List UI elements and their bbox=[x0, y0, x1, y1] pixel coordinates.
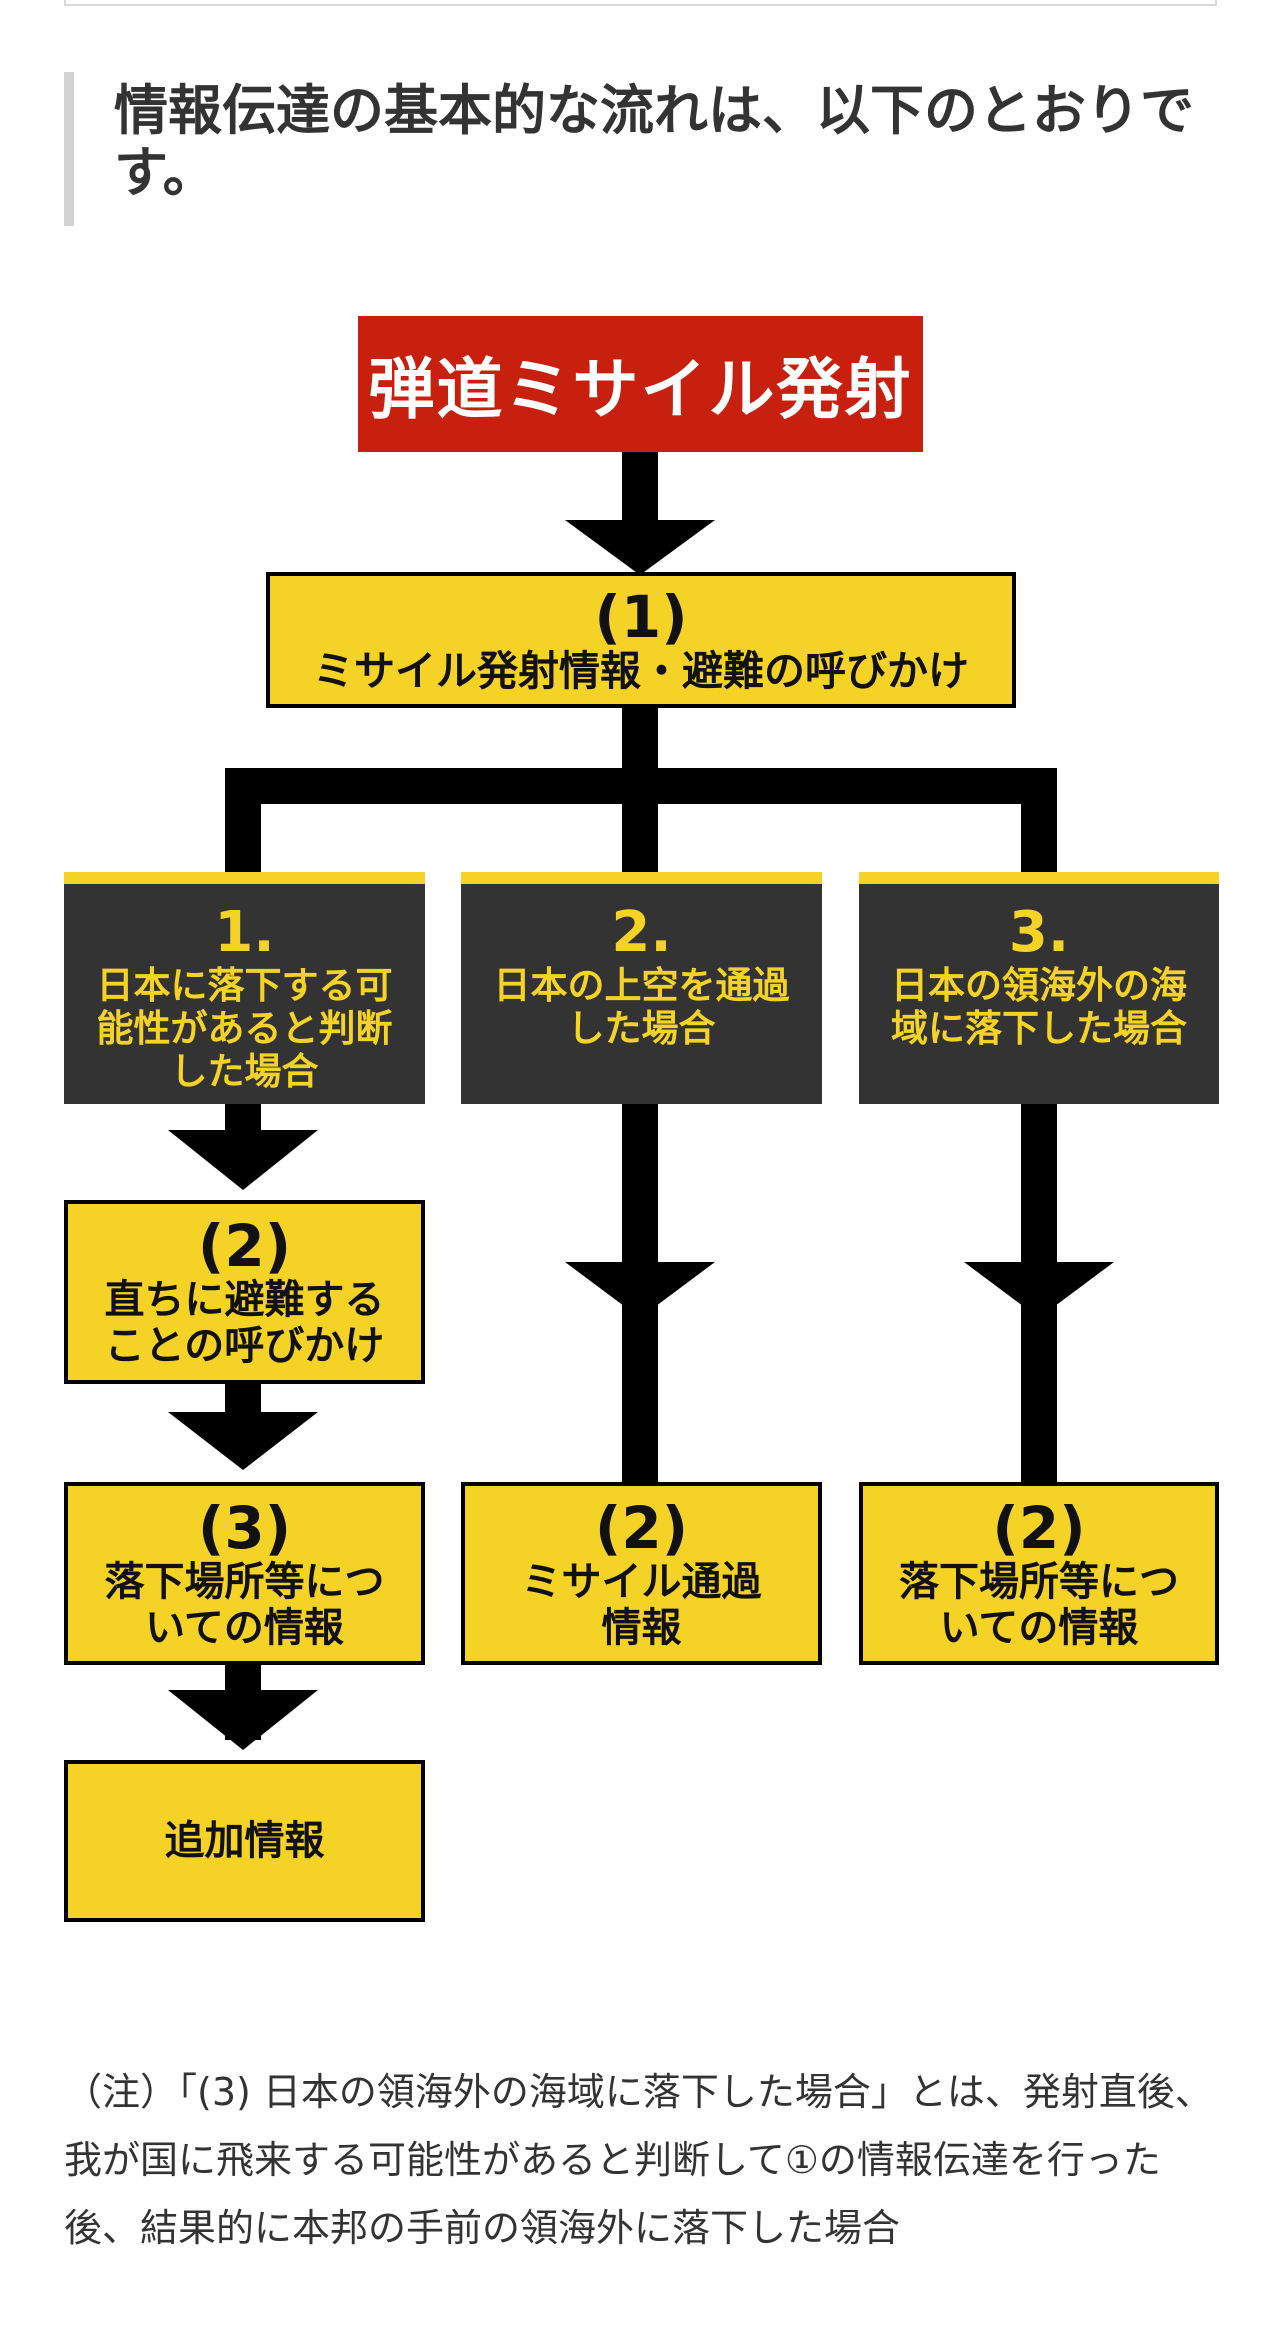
middle-step-number: (2) bbox=[594, 1493, 689, 1562]
left-step-3-box: (3) 落下場所等につ いての情報 bbox=[64, 1482, 425, 1665]
launch-box: 弾道ミサイル発射 bbox=[358, 316, 923, 452]
right-step-box: (2) 落下場所等につ いての情報 bbox=[859, 1482, 1219, 1665]
footnote: （注）「(3) 日本の領海外の海域に落下した場合」とは、発射直後、我が国に飛来す… bbox=[64, 2070, 1213, 2250]
right-step-number: (2) bbox=[992, 1493, 1086, 1562]
branch-3-number: 3. bbox=[1008, 900, 1070, 965]
connector-stem bbox=[622, 452, 658, 522]
branch-drop-left bbox=[225, 768, 261, 878]
arrow-head-down bbox=[168, 1690, 318, 1750]
left-step-2-box: (2) 直ちに避難する ことの呼びかけ bbox=[64, 1200, 425, 1384]
connector-stem bbox=[622, 708, 658, 773]
previous-panel-border bbox=[64, 0, 1217, 6]
branch-box-3: 3. 日本の領海外の海 域に落下した場合 bbox=[859, 872, 1219, 1104]
arrow-head-down bbox=[565, 520, 715, 575]
branch-drop-right bbox=[1021, 768, 1057, 878]
arrow-head-down bbox=[168, 1130, 318, 1190]
left-step-2-number: (2) bbox=[197, 1212, 292, 1280]
left-step-3-number: (3) bbox=[197, 1493, 292, 1562]
middle-step-label: ミサイル通過 情報 bbox=[521, 1558, 762, 1651]
left-step-3-label: 落下場所等につ いての情報 bbox=[104, 1558, 385, 1651]
heading-accent-bar bbox=[64, 72, 74, 226]
arrow-head-down bbox=[565, 1262, 715, 1318]
branch-2-number: 2. bbox=[611, 900, 672, 965]
arrow-head-down bbox=[964, 1262, 1114, 1318]
branch-box-2: 2. 日本の上空を通過 した場合 bbox=[461, 872, 822, 1104]
right-step-label: 落下場所等につ いての情報 bbox=[899, 1558, 1179, 1651]
branch-3-label: 日本の領海外の海 域に落下した場合 bbox=[891, 964, 1187, 1050]
step1-number: (1) bbox=[594, 583, 688, 651]
branch-1-number: 1. bbox=[214, 900, 275, 965]
step1-label: ミサイル発射情報・避難の呼びかけ bbox=[313, 647, 969, 695]
middle-step-box: (2) ミサイル通過 情報 bbox=[461, 1482, 822, 1665]
arrow-head-down bbox=[168, 1412, 318, 1470]
additional-info-label: 追加情報 bbox=[164, 1818, 325, 1864]
branch-box-1: 1. 日本に落下する可 能性があると判断 した場合 bbox=[64, 872, 425, 1104]
branch-1-label: 日本に落下する可 能性があると判断 した場合 bbox=[96, 964, 393, 1093]
section-heading: 情報伝達の基本的な流れは、以下のとおりです。 bbox=[114, 79, 1194, 204]
left-step-2-label: 直ちに避難する ことの呼びかけ bbox=[104, 1277, 385, 1369]
step1-box: (1) ミサイル発射情報・避難の呼びかけ bbox=[266, 572, 1016, 708]
branch-2-label: 日本の上空を通過 した場合 bbox=[493, 964, 790, 1050]
additional-info-box: 追加情報 bbox=[64, 1760, 425, 1922]
launch-label: 弾道ミサイル発射 bbox=[368, 351, 913, 428]
branch-drop-middle bbox=[622, 768, 658, 878]
